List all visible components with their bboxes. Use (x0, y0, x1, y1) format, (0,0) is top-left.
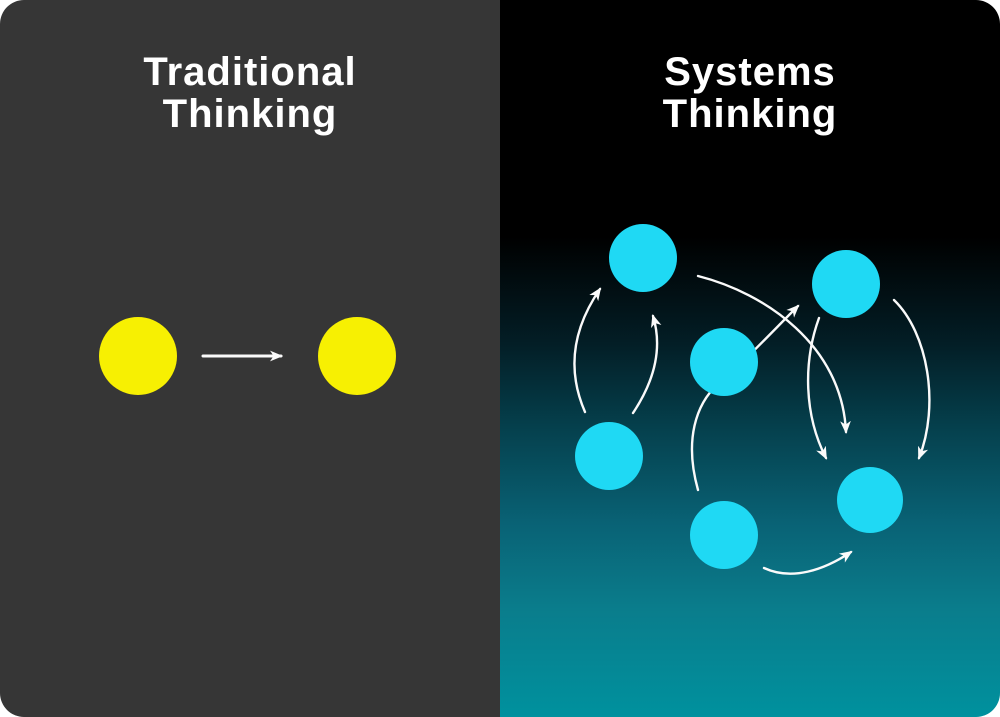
systems-title-line1: Systems (664, 50, 836, 94)
systems-title-line2: Thinking (662, 92, 838, 136)
traditional-title-line2: Thinking (162, 92, 338, 136)
traditional-title-line1: Traditional (143, 50, 357, 94)
